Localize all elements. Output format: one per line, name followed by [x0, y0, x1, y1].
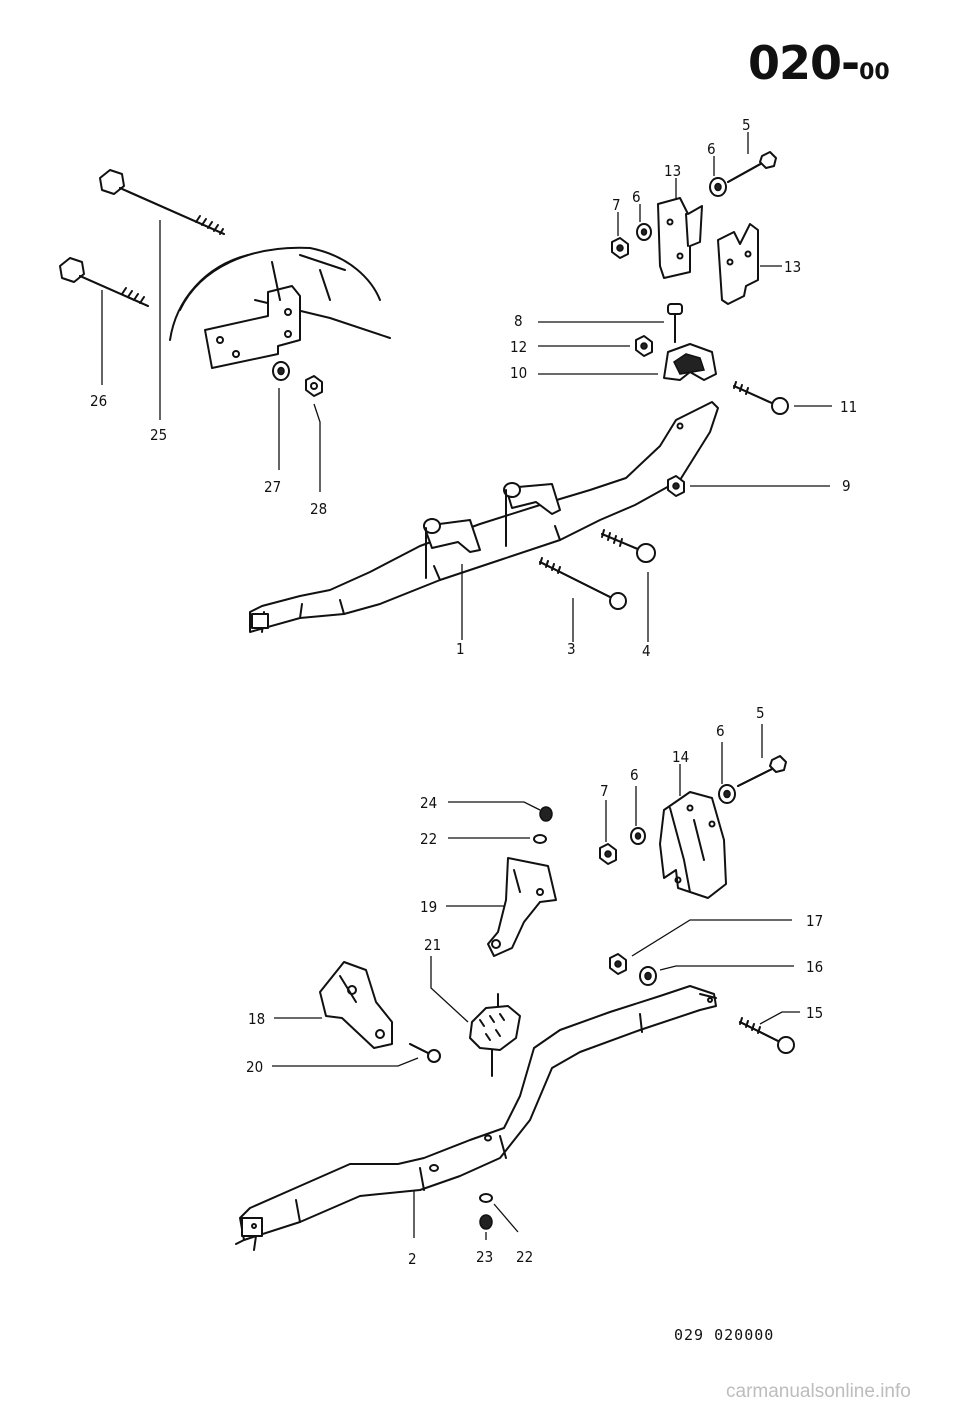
- callout-22-top: 22: [420, 830, 437, 848]
- callout-6-top-a: 6: [707, 140, 716, 158]
- callout-27: 27: [264, 478, 281, 496]
- callout-23: 23: [476, 1248, 493, 1266]
- washer-22-top: [533, 834, 547, 844]
- page-header: 020-00: [748, 36, 890, 90]
- nut-23: [479, 1214, 493, 1230]
- bolt-5-top: [727, 151, 777, 183]
- callout-15: 15: [806, 1004, 823, 1022]
- bolt-5-bottom: [737, 755, 787, 787]
- callout-1: 1: [456, 640, 465, 658]
- nut-28: [305, 375, 323, 397]
- callout-11: 11: [840, 398, 857, 416]
- callout-28: 28: [310, 500, 327, 518]
- callout-18: 18: [248, 1010, 265, 1028]
- leader-17: [631, 919, 792, 957]
- callout-5-bottom: 5: [756, 704, 765, 722]
- bolt-15: [739, 1017, 795, 1054]
- callout-26: 26: [90, 392, 107, 410]
- header-separator: -: [841, 36, 860, 90]
- callout-13-a: 13: [664, 162, 681, 180]
- callout-9: 9: [842, 477, 851, 495]
- callout-22-bottom: 22: [516, 1248, 533, 1266]
- bolt-4: [601, 529, 656, 563]
- callout-14: 14: [672, 748, 689, 766]
- bracket-13-a: [657, 197, 703, 279]
- bolt-3: [539, 557, 627, 610]
- nut-24: [539, 806, 553, 822]
- bolt-8: [667, 303, 683, 343]
- callout-19: 19: [420, 898, 437, 916]
- leader-15: [759, 1011, 800, 1025]
- leader-22-bottom: [493, 1203, 519, 1233]
- leader-20: [272, 1057, 419, 1067]
- bolt-20: [409, 1043, 441, 1063]
- leader-21: [430, 956, 469, 1023]
- callout-4: 4: [642, 642, 651, 660]
- frame-crossmember-1: [249, 401, 719, 633]
- watermark: carmanualsonline.info: [726, 1381, 911, 1402]
- bracket-19: [487, 857, 557, 957]
- long-bolt-25: [99, 169, 225, 235]
- rubber-mount-10: [663, 343, 717, 381]
- bracket-14: [659, 791, 727, 899]
- callout-6-bottom-b: 6: [630, 766, 639, 784]
- callout-16: 16: [806, 958, 823, 976]
- callout-12: 12: [510, 338, 527, 356]
- rubber-mount-21: [469, 993, 521, 1077]
- washer-22-bottom: [479, 1193, 493, 1203]
- subsection-number: 00: [859, 60, 890, 85]
- callout-24: 24: [420, 794, 437, 812]
- engine-casing: [169, 246, 391, 369]
- section-number: 020: [748, 36, 842, 90]
- leader-16: [659, 965, 794, 971]
- callout-2: 2: [408, 1250, 417, 1268]
- callout-21: 21: [424, 936, 441, 954]
- callout-7-top: 7: [612, 196, 621, 214]
- bracket-18: [319, 961, 393, 1049]
- callout-8: 8: [514, 312, 523, 330]
- frame-crossmember-2: [235, 985, 717, 1251]
- callout-3: 3: [567, 640, 576, 658]
- leader-28: [313, 403, 321, 492]
- callout-6-top-b: 6: [632, 188, 641, 206]
- bolt-11: [733, 381, 789, 415]
- callout-5-top: 5: [742, 116, 751, 134]
- callout-6-bottom-a: 6: [716, 722, 725, 740]
- bracket-13-b: [717, 223, 759, 305]
- callout-20: 20: [246, 1058, 263, 1076]
- drawing-code: 029 020000: [674, 1326, 775, 1344]
- callout-25: 25: [150, 426, 167, 444]
- leader-24: [448, 801, 541, 811]
- callout-7-bottom: 7: [600, 782, 609, 800]
- bolt-26: [59, 257, 149, 307]
- callout-17: 17: [806, 912, 823, 930]
- callout-13-b: 13: [784, 258, 801, 276]
- callout-10: 10: [510, 364, 527, 382]
